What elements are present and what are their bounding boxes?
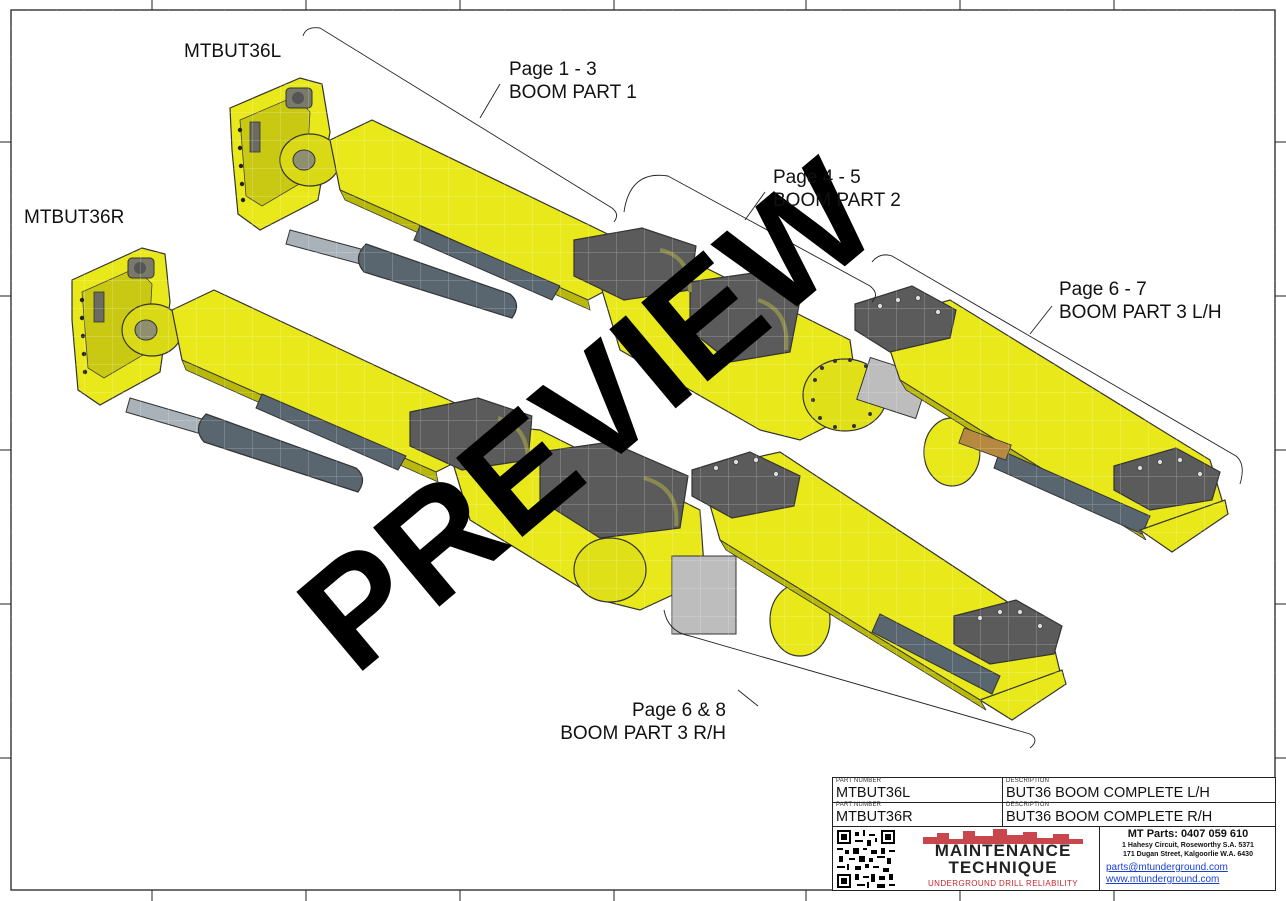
callout-brackets [302,27,1243,749]
company-logo: MAINTENANCE TECHNIQUE UNDERGROUND DRILL … [903,827,1103,891]
description-caption: DESCRIPTION [1006,778,1050,784]
description-cell-lh: DESCRIPTION BUT36 BOOM COMPLETE L/H [1003,778,1275,802]
logo-text-technique: TECHNIQUE [948,858,1058,877]
boom-part-3-rh-page: Page 6 & 8 [631,700,726,721]
label-mtbut36r: MTBUT36R [24,206,124,229]
contact-block: MT Parts: 0407 059 610 1 Hahesy Circuit,… [1099,826,1276,890]
boom-part-2-name: BOOM PART 2 [773,190,901,211]
boom-part-3-lh-name: BOOM PART 3 L/H [1059,302,1222,323]
logo-tagline: UNDERGROUND DRILL RELIABILITY [928,879,1078,888]
label-mtbut36r-text: MTBUT36R [24,207,125,228]
boom-part-1-page: Page 1 - 3 [509,59,597,80]
description-caption: DESCRIPTION [1006,802,1050,808]
contact-phone: MT Parts: 0407 059 610 [1127,828,1249,840]
description-lh: BUT36 BOOM COMPLETE L/H [1006,785,1210,801]
boom-part-3-rh-name: BOOM PART 3 R/H [560,723,726,744]
part-number-lh: MTBUT36L [836,785,911,801]
contact-website-link[interactable]: www.mtunderground.com [1106,874,1220,885]
label-mtbut36l-text: MTBUT36L [184,41,282,62]
part-number-caption: PART NUMBER [836,802,882,808]
contact-email-link[interactable]: parts@mtunderground.com [1106,862,1228,873]
title-block-row-rh: PART NUMBER MTBUT36R DESCRIPTION BUT36 B… [833,802,1275,827]
label-mtbut36l: MTBUT36L [184,40,281,63]
part-number-cell-lh: PART NUMBER MTBUT36L [833,778,1003,802]
callout-boom-part-2: Page 4 - 5 BOOM PART 2 [773,166,901,212]
boom-part-2-page: Page 4 - 5 [773,167,861,188]
boom-part-3-lh-page: Page 6 - 7 [1059,279,1147,300]
title-block-row-lh: PART NUMBER MTBUT36L DESCRIPTION BUT36 B… [833,778,1275,803]
boom-part-1-name: BOOM PART 1 [509,82,637,103]
callout-boom-part-1: Page 1 - 3 BOOM PART 1 [509,58,637,104]
callout-boom-part-3-rh: Page 6 & 8 BOOM PART 3 R/H [530,699,726,745]
title-block: PART NUMBER MTBUT36L DESCRIPTION BUT36 B… [832,777,1276,891]
contact-address-roseworthy: 1 Hahesy Circuit, Roseworthy S.A. 5371 [1122,842,1254,849]
logo-text-maintenance: MAINTENANCE [934,841,1072,860]
city-skyline-icon [923,829,1083,844]
part-number-caption: PART NUMBER [836,778,882,784]
part-number-cell-rh: PART NUMBER MTBUT36R [833,802,1003,826]
callout-boom-part-3-lh: Page 6 - 7 BOOM PART 3 L/H [1059,278,1222,324]
description-rh: BUT36 BOOM COMPLETE R/H [1006,809,1213,825]
preview-grid [11,10,1275,778]
contact-address-kalgoorlie: 171 Dugan Street, Kalgoorlie W.A. 6430 [1123,851,1253,858]
qr-code-icon [837,830,895,888]
part-number-rh: MTBUT36R [836,809,913,825]
description-cell-rh: DESCRIPTION BUT36 BOOM COMPLETE R/H [1003,802,1275,826]
